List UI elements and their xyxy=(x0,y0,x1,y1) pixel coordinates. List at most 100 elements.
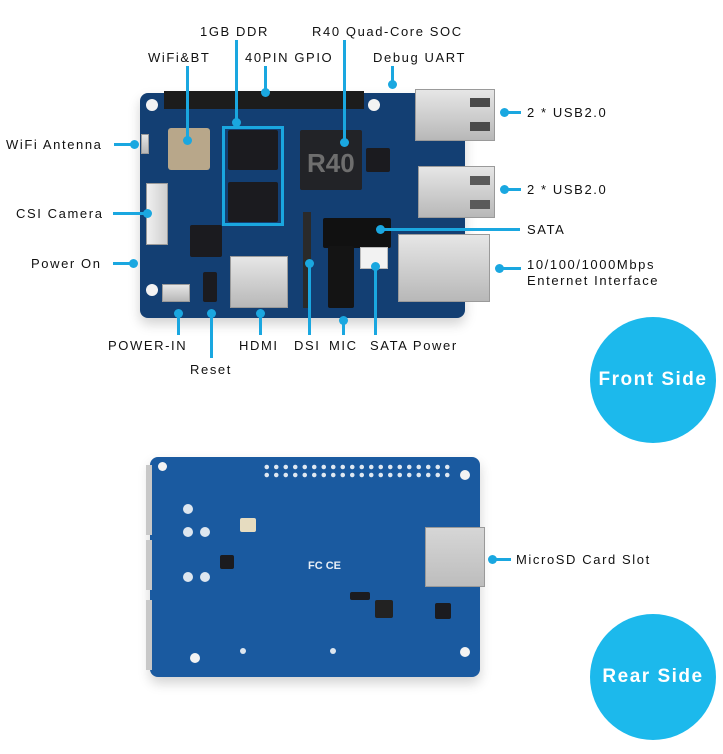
callout-line xyxy=(505,188,521,191)
label-usb-bottom: 2 * USB2.0 xyxy=(527,182,608,197)
callout-line xyxy=(343,40,346,142)
micro-usb-port xyxy=(162,284,190,302)
callout-dot xyxy=(488,555,497,564)
ddr-chip xyxy=(228,182,278,222)
callout-line xyxy=(186,66,189,140)
callout-line xyxy=(264,66,267,92)
reset-button xyxy=(203,272,217,302)
callout-line xyxy=(113,212,149,215)
via xyxy=(200,572,210,582)
rear-side-badge: Rear Side xyxy=(590,614,716,740)
usb-slot xyxy=(470,122,490,131)
rear-chip xyxy=(435,603,451,619)
callout-line xyxy=(374,266,377,335)
ddr-frame xyxy=(222,126,284,226)
gpio-header xyxy=(164,91,364,109)
callout-dot xyxy=(129,259,138,268)
mount-hole xyxy=(146,99,158,111)
gpio-through-holes xyxy=(262,463,452,479)
phy-chip xyxy=(366,148,390,172)
rear-chip xyxy=(375,600,393,618)
callout-dot xyxy=(130,140,139,149)
mount-hole xyxy=(368,99,380,111)
r40-soc-chip xyxy=(300,130,362,190)
usb-slot xyxy=(470,176,490,185)
port-edge xyxy=(146,465,152,535)
label-ddr: 1GB DDR xyxy=(200,24,269,39)
callout-line xyxy=(391,66,394,84)
label-dsi: DSI xyxy=(294,338,321,353)
callout-dot xyxy=(183,136,192,145)
label-wifi-antenna: WiFi Antenna xyxy=(6,137,103,152)
mount-hole xyxy=(460,647,470,657)
mount-hole xyxy=(146,284,158,296)
usb-slot xyxy=(470,200,490,209)
callout-line xyxy=(259,313,262,335)
label-power-on: Power On xyxy=(31,256,102,271)
callout-line xyxy=(380,228,520,231)
label-hdmi: HDMI xyxy=(239,338,279,353)
mount-hole xyxy=(158,462,167,471)
callout-dot xyxy=(232,118,241,127)
usb-port-bottom xyxy=(418,166,495,218)
hdmi-port xyxy=(230,256,288,308)
callout-line xyxy=(505,111,521,114)
label-debug-uart: Debug UART xyxy=(373,50,467,65)
callout-dot xyxy=(340,138,349,147)
callout-line xyxy=(500,267,521,270)
callout-line xyxy=(177,313,180,335)
label-ethernet-interface: Enternet Interface xyxy=(527,273,660,288)
callout-line xyxy=(235,40,238,122)
rear-side-badge-text: Rear Side xyxy=(602,666,704,687)
usb-port-top xyxy=(415,89,495,141)
ddr-chip xyxy=(228,130,278,170)
label-mic: MIC xyxy=(329,338,358,353)
label-power-in: POWER-IN xyxy=(108,338,188,353)
callout-dot xyxy=(495,264,504,273)
antenna-connector xyxy=(141,134,149,154)
rear-chip xyxy=(240,518,256,532)
via xyxy=(330,648,336,654)
pmic-chip xyxy=(190,225,222,257)
label-sata: SATA xyxy=(527,222,566,237)
callout-line xyxy=(210,313,213,358)
callout-dot xyxy=(500,185,509,194)
port-edge xyxy=(146,600,152,670)
callout-dot xyxy=(388,80,397,89)
rear-chip xyxy=(350,592,370,600)
mic-jack xyxy=(328,246,354,308)
label-wifi-bt: WiFi&BT xyxy=(148,50,211,65)
label-soc: R40 Quad-Core SOC xyxy=(312,24,463,39)
via xyxy=(240,648,246,654)
callout-line xyxy=(342,320,345,335)
label-usb-top: 2 * USB2.0 xyxy=(527,105,608,120)
callout-line xyxy=(114,143,136,146)
via xyxy=(200,527,210,537)
ethernet-port xyxy=(398,234,490,302)
callout-dot xyxy=(261,88,270,97)
label-sata-power: SATA Power xyxy=(370,338,458,353)
label-ethernet-speed: 10/100/1000Mbps xyxy=(527,257,656,272)
front-side-badge-text: Front Side xyxy=(598,369,708,390)
label-csi-camera: CSI Camera xyxy=(16,206,104,221)
label-reset: Reset xyxy=(190,362,232,377)
microsd-slot xyxy=(425,527,485,587)
callout-line xyxy=(308,263,311,335)
callout-line xyxy=(113,262,135,265)
label-gpio: 40PIN GPIO xyxy=(245,50,334,65)
front-side-badge: Front Side xyxy=(590,317,716,443)
usb-slot xyxy=(470,98,490,107)
rear-chip xyxy=(220,555,234,569)
soc-marking: R40 xyxy=(307,148,355,178)
port-edge xyxy=(146,540,152,590)
callout-dot xyxy=(500,108,509,117)
wifi-bt-module xyxy=(168,128,210,170)
mount-hole xyxy=(190,653,200,663)
callout-line xyxy=(493,558,511,561)
callout-dot xyxy=(143,209,152,218)
mount-hole xyxy=(460,470,470,480)
fcc-ce-mark: FC CE xyxy=(308,560,341,572)
via xyxy=(183,527,193,537)
via xyxy=(183,572,193,582)
via xyxy=(183,504,193,514)
